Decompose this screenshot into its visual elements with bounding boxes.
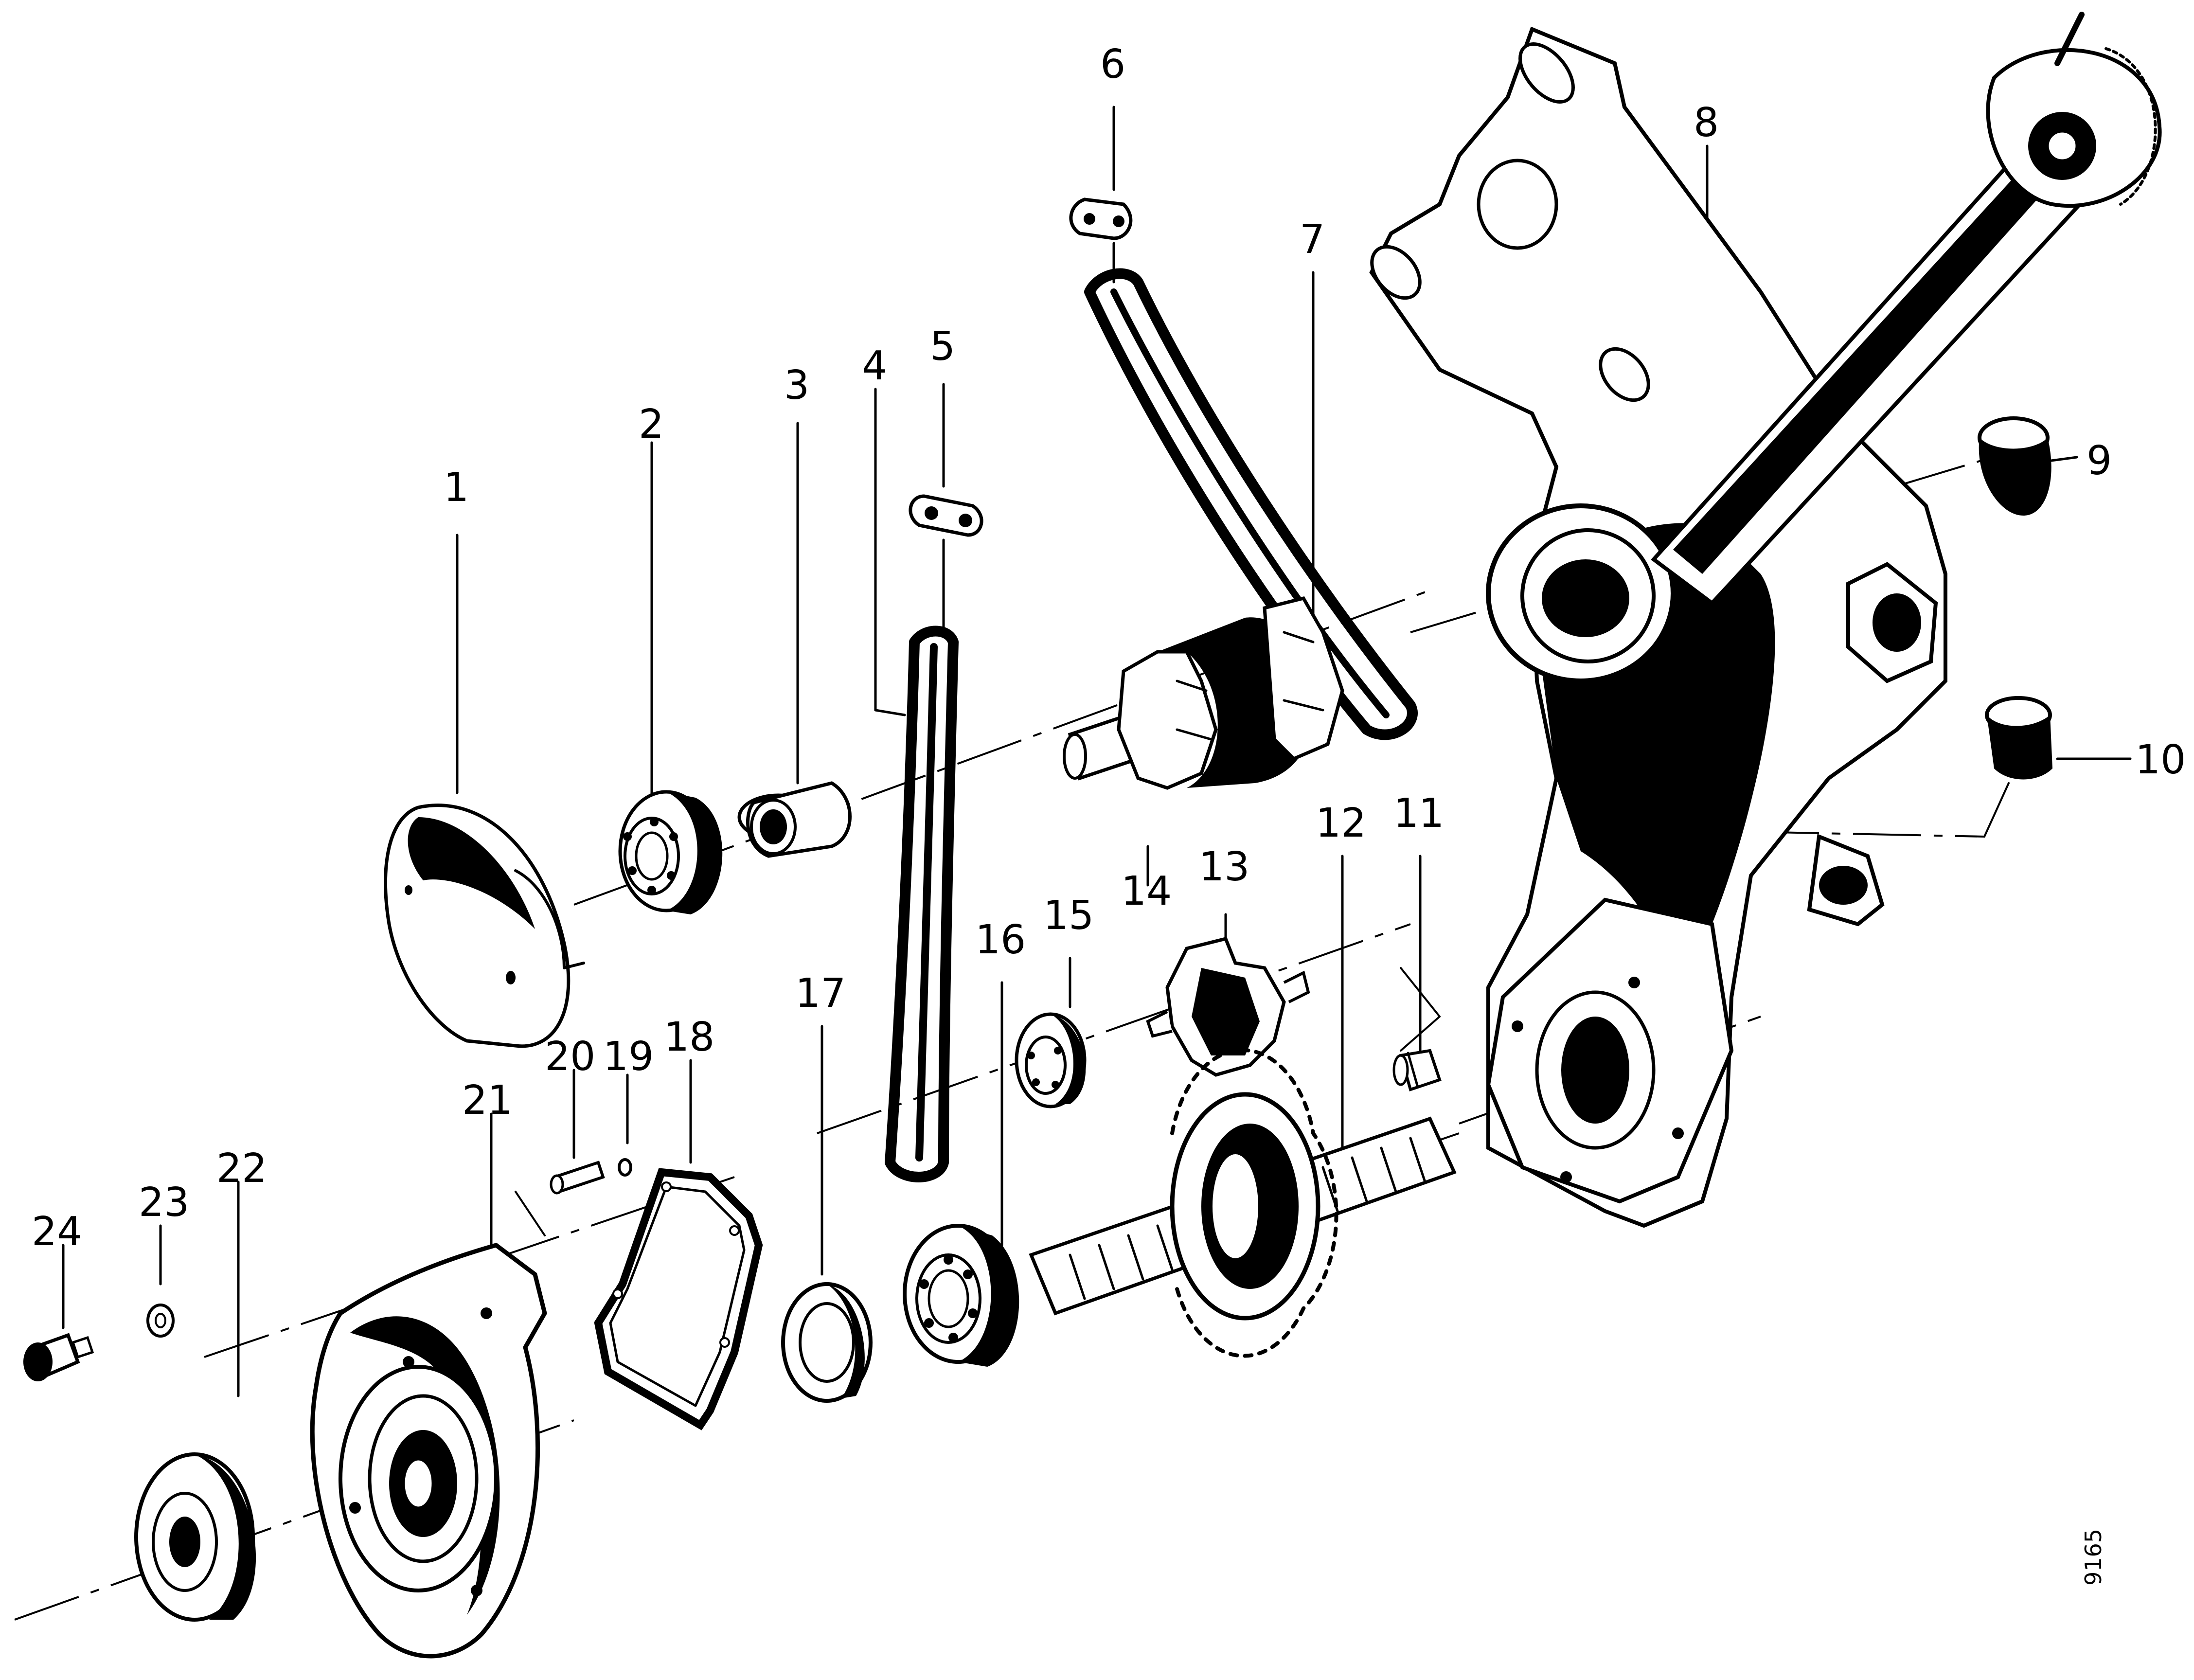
part-11-screw-plug (1392, 1049, 1442, 1091)
part-2-ball-bearing (618, 790, 723, 914)
part-label-16: 16 (975, 917, 1026, 963)
part-3-sleeve (737, 781, 852, 858)
part-13-double-gear (1146, 936, 1310, 1077)
part-label-18: 18 (664, 1014, 714, 1060)
part-label-12: 12 (1316, 800, 1366, 846)
part-label-21: 21 (462, 1077, 513, 1124)
part-9-cap-insert (1978, 416, 2051, 516)
part-label-7: 7 (1300, 216, 1325, 263)
part-16-ball-bearing (903, 1224, 1019, 1367)
part-label-11: 11 (1393, 790, 1444, 837)
part-label-4: 4 (862, 343, 887, 389)
part-label-8: 8 (1694, 100, 1719, 146)
part-5-connecting-link (909, 494, 983, 537)
part-23-washer (146, 1304, 175, 1338)
part-label-24: 24 (32, 1209, 82, 1255)
part-1-cover-cap (384, 804, 585, 1048)
part-20-dowel-pin (550, 1161, 605, 1195)
part-label-2: 2 (639, 401, 664, 447)
part-8-crankcase-housing (1369, 12, 2162, 1228)
part-12-splined-shaft (1029, 1048, 1457, 1358)
part-22-seal-ring (134, 1452, 256, 1622)
part-label-13: 13 (1199, 844, 1249, 890)
part-18-gasket (594, 1168, 763, 1430)
part-label-6: 6 (1100, 41, 1125, 88)
part-17-oil-seal (781, 1282, 873, 1403)
part-21-end-cover (310, 1243, 547, 1659)
part-24-socket-screw (23, 1333, 94, 1381)
part-10-bush (1985, 696, 2052, 780)
part-14-sprocket-shaft (1063, 596, 1344, 790)
part-number-labels: 1 2 3 4 5 6 7 8 9 10 11 12 13 14 15 16 1… (32, 41, 2186, 1255)
part-4-drive-chain (885, 626, 959, 1182)
part-label-15: 15 (1043, 893, 1094, 939)
document-number: 9165 (2080, 1529, 2106, 1586)
part-label-14: 14 (1121, 868, 1172, 914)
part-label-1: 1 (444, 465, 469, 511)
part-label-9: 9 (2087, 438, 2112, 484)
part-label-23: 23 (139, 1180, 189, 1226)
part-6-connecting-link (1069, 197, 1133, 240)
leader-lines (62, 106, 2132, 1397)
part-label-22: 22 (216, 1145, 267, 1192)
part-label-5: 5 (930, 323, 955, 370)
part-15-small-bearing (1015, 1012, 1087, 1108)
part-label-10: 10 (2135, 737, 2186, 783)
part-19-circlip (618, 1158, 632, 1177)
part-label-3: 3 (784, 362, 809, 409)
part-label-20: 20 (545, 1034, 595, 1080)
part-label-19: 19 (603, 1034, 654, 1080)
part-label-17: 17 (795, 970, 846, 1017)
